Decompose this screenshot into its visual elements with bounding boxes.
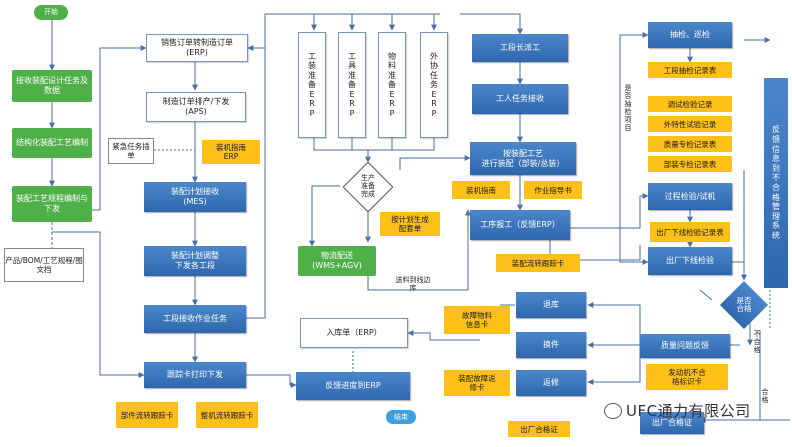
qualified-label: 合 格 — [761, 388, 769, 405]
outsource-task-step: 外 协 任 务 E R P — [420, 32, 448, 138]
swap-part-step: 换件 — [516, 332, 586, 358]
fixture-prep-step: 工 具 准 备 E R P — [338, 32, 366, 138]
prod-ready-label: 生产 准备 完成 — [361, 174, 375, 198]
prod-ready-decision: 生产 准备 完成 — [336, 161, 400, 213]
offline-record-tag: 出厂下线检验记录表 — [650, 222, 730, 242]
receive-task-step: 接收装配设计任务及数据 — [12, 70, 92, 102]
section-receive-step: 工段接收作业任务 — [144, 305, 246, 333]
process-issue-step: 装配工艺规程编制与下发 — [12, 186, 92, 222]
engine-nonconform-card-tag: 发动机不合 格标识卡 — [646, 364, 728, 390]
watermark-text: UFC通力有限公司 — [626, 402, 751, 420]
debug-record-tag: 调试检验记录 — [648, 96, 732, 112]
assembly-guide-tag: 装机指南 — [452, 181, 510, 199]
wechat-icon — [604, 402, 622, 419]
material-prep-step: 物 料 准 备 E R P — [378, 32, 406, 138]
tool-prep-step: 工 装 准 备 E R P — [298, 32, 326, 138]
qualified-decision: 是否 合格 — [716, 280, 772, 330]
assembly-guide-erp-tag: 装机指南 ERP — [202, 140, 260, 164]
mfg-order-release-step: 制造订单排产/下发 (APS) — [146, 92, 246, 122]
quality-feedback-step: 质量问题反馈 — [640, 334, 730, 358]
material-delivery-step: 物流配送 (WMS+AGV) — [298, 246, 376, 276]
spot-check-item-label: 是 否 抽 检 项 目 — [624, 84, 632, 133]
inbound-erp-step: 入库单（ERP） — [300, 318, 408, 348]
spot-check-record-tag: 工段抽检记录表 — [648, 62, 732, 78]
process-inspect-step: 过程检验/试机 — [648, 183, 732, 210]
plan-gen-pick-tag: 按计划生成 配套单 — [380, 212, 440, 236]
part-special-record-tag: 部装专检记录表 — [648, 156, 732, 172]
nonconform-mgmt-step: 反 馈 信 息 到 不 合 格 管 理 系 统 — [764, 78, 788, 288]
to-line-side-label: 送料到线边 库 — [395, 276, 431, 293]
factory-qualified-step: 出厂合格证 — [640, 412, 704, 434]
whole-flow-card-tag: 整机流转跟踪卡 — [196, 402, 258, 428]
part-flow-card-tag: 部件流转跟踪卡 — [116, 402, 178, 428]
assemble-by-process-step: 按装配工艺 进行装配（部装/总装） — [470, 142, 576, 175]
worker-receive-step: 工人任务接收 — [472, 84, 568, 114]
factory-cert-tag: 出厂合格证 — [508, 421, 570, 437]
section-dispatch-step: 工段长派工 — [472, 34, 568, 62]
offline-inspect-step: 出厂下线检验 — [648, 247, 732, 275]
watermark: UFC通力有限公司 — [604, 400, 751, 421]
return-stock-step: 退库 — [516, 292, 586, 318]
start-node: 开始 — [34, 5, 68, 20]
structuring-step: 结构化装配工艺编制 — [12, 128, 92, 158]
spot-check-step: 抽检、巡检 — [648, 22, 732, 48]
feedback-progress-step: 反馈进度到ERP — [296, 372, 410, 400]
qualified-decision-label: 是否 合格 — [736, 295, 752, 313]
quality-special-record-tag: 质量专检记录表 — [648, 136, 732, 152]
assembly-track-card-tag: 装配流转跟踪卡 — [496, 254, 580, 272]
appearance-record-tag: 外特性试验记录 — [648, 116, 732, 132]
process-report-step: 工序报工（反馈ERP） — [470, 210, 570, 240]
end-node: 结束 — [386, 410, 416, 424]
unqualified-label: 不 合 格 — [753, 330, 761, 355]
urgent-insert-note: 紧急任务插单 — [108, 138, 154, 164]
rework-step: 返修 — [516, 370, 586, 396]
product-bom-document: 产品/BOM/工艺规程/图文档 — [4, 248, 84, 282]
sales-to-mfg-order-step: 销售订单转制造订单 (ERP) — [146, 34, 248, 62]
fault-material-card-tag: 故障物料 信息卡 — [444, 306, 510, 334]
work-instruction-tag: 作业指导书 — [524, 181, 582, 199]
plan-receive-step: 装配计划接收 (MES) — [144, 182, 246, 212]
track-card-print-step: 跟踪卡打印下发 — [144, 362, 246, 388]
assembly-fault-card-tag: 装配故障返 修卡 — [444, 370, 510, 396]
plan-adjust-step: 装配计划调整 下发各工段 — [144, 246, 246, 276]
